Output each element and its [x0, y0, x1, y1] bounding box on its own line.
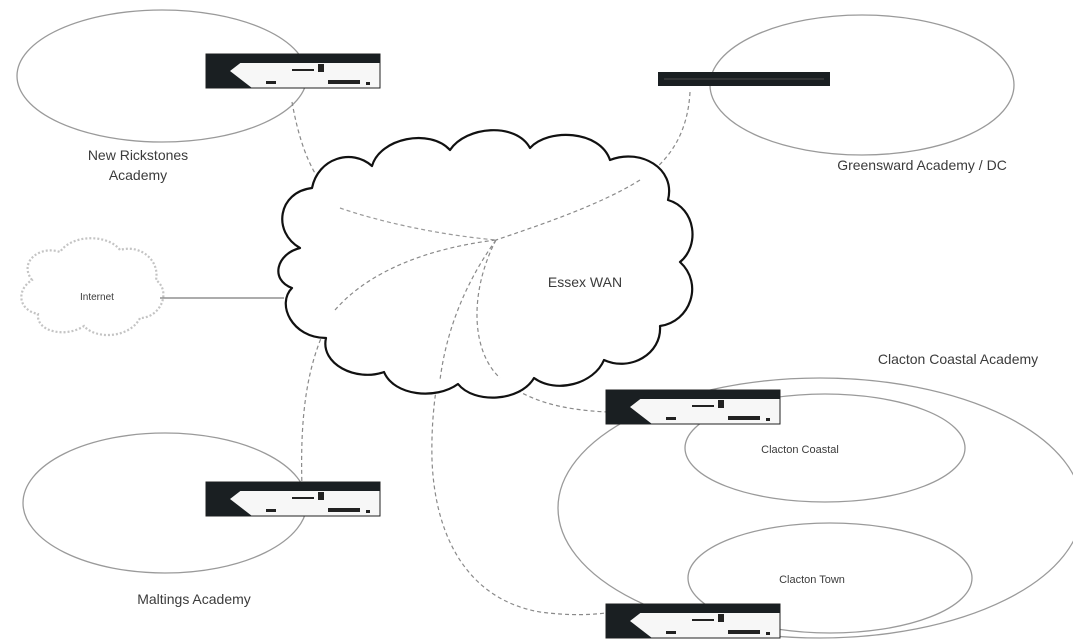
clacton-coastal-academy-label: Clacton Coastal Academy: [878, 351, 1038, 367]
clacton-town-label: Clacton Town: [779, 574, 845, 586]
essex-wan-label: Essex WAN: [548, 274, 622, 290]
clacton-coastal-ellipse: [684, 393, 966, 503]
router-icon: [205, 481, 381, 517]
clacton-town-ellipse: [687, 522, 973, 634]
internet-cloud: [20, 237, 165, 337]
essex-wan-cloud: [277, 129, 694, 399]
clacton-coastal-label: Clacton Coastal: [761, 444, 839, 456]
router-icon: [605, 603, 781, 639]
clacton-coastal-academy-ellipse: [557, 377, 1073, 639]
wan-link-clacton-coastal: [476, 239, 609, 413]
maltings-label: Maltings Academy: [137, 591, 251, 607]
greensward-label: Greensward Academy / DC: [837, 157, 1007, 173]
router-icon: [658, 72, 830, 86]
router-icon: [605, 389, 781, 425]
router-icon: [205, 53, 381, 89]
new-rickstones-label: New Rickstones: [88, 147, 188, 163]
new-rickstones-label-line2: Academy: [109, 167, 167, 183]
internet-label: Internet: [80, 292, 114, 303]
